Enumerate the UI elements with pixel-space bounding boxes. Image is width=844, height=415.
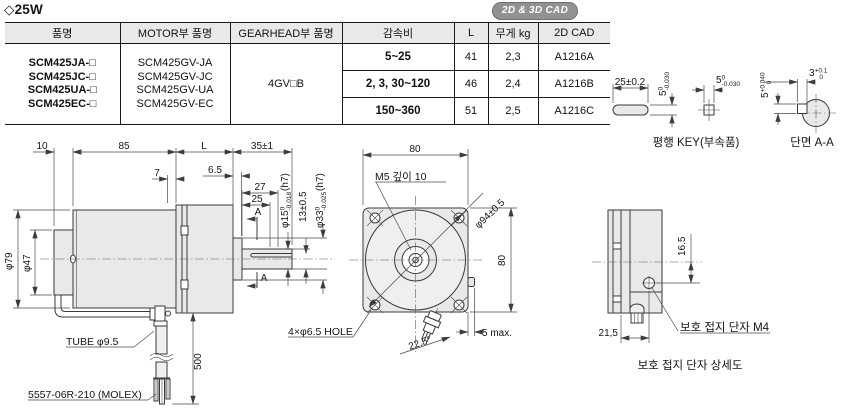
weight-cell: 2,3 bbox=[487, 43, 538, 71]
cad-badge[interactable]: 2D & 3D CAD bbox=[492, 2, 579, 20]
section-a-top-label: A bbox=[255, 207, 262, 218]
key-depth-dim: 13±0.5 bbox=[298, 191, 309, 222]
spec-table: 품명 MOTOR부 품명 GEARHEAD부 품명 감속비 L 무게 kg 2D… bbox=[5, 22, 610, 125]
col-header-ratio: 감속비 bbox=[341, 22, 454, 44]
cad-code-cell: A1216C bbox=[537, 97, 610, 125]
connector-label: 5557-06R-210 (MOLEX) bbox=[28, 389, 142, 401]
col-header-gearhead: GEARHEAD부 품명 bbox=[229, 22, 342, 44]
boss-length-dim: 6.5 bbox=[208, 165, 222, 176]
table-header-row: 품명 MOTOR부 품명 GEARHEAD부 품명 감속비 L 무게 kg 2D… bbox=[5, 22, 610, 44]
rear-cover-dim: 10 bbox=[36, 141, 48, 152]
side-view-drawing: 10 85 L 35±1 7 6.5 27 25 bbox=[4, 141, 335, 405]
length-cell: 41 bbox=[453, 43, 488, 71]
col-header-length: L bbox=[453, 22, 488, 44]
col-header-weight: 무게 kg bbox=[487, 22, 538, 44]
product-name: SCM425JC-□ bbox=[28, 70, 96, 83]
cad-code-cell: A1216B bbox=[537, 70, 610, 98]
keyway-length-dim: 27 bbox=[254, 182, 266, 193]
terminal-detail-caption: 보호 접지 단자 상세도 bbox=[638, 359, 743, 372]
ratio-cell: 150~360 bbox=[341, 97, 454, 125]
table-row: SCM425JA-□ SCM425JC-□ SCM425UA-□ SCM425E… bbox=[5, 43, 610, 125]
key-width-dim: 50-0.030 bbox=[716, 75, 740, 89]
key-length-dim: 25±0.2 bbox=[615, 77, 646, 88]
motor-names-cell: SCM425GV-JA SCM425GV-JC SCM425GV-UA SCM4… bbox=[119, 43, 230, 125]
weight-cell: 2,4 bbox=[487, 70, 538, 98]
boss-dia-dim: φ330-0.025(h7) bbox=[315, 173, 329, 228]
table-row: 150~360 51 2,5 A1216C bbox=[5, 97, 610, 125]
width-dim: 80 bbox=[409, 144, 421, 155]
cable-angle-dim: 22.5° bbox=[407, 335, 433, 353]
ratio-cell: 5~25 bbox=[341, 43, 454, 71]
section-a-bottom-label: A bbox=[261, 273, 268, 284]
key-caption: 평행 KEY(부속품) bbox=[653, 136, 740, 149]
terminal-offset-dim: 21,5 bbox=[599, 328, 619, 339]
ratio-cell: 2, 3, 30~120 bbox=[341, 70, 454, 98]
motor-name: SCM425GV-EC bbox=[136, 97, 214, 110]
cover-dia-dim: φ47 bbox=[22, 254, 33, 272]
page-title: ◇25W bbox=[4, 2, 43, 17]
key-height-dim: 50-0.030 bbox=[658, 72, 672, 96]
product-name: SCM425JA-□ bbox=[28, 57, 96, 69]
section-caption: 단면 A-A bbox=[790, 136, 834, 149]
tap-label: M5 깊이 10 bbox=[375, 171, 427, 183]
mounting-holes-label: 4×φ6.5 HOLE bbox=[288, 326, 353, 338]
lead-length-dim: 500 bbox=[193, 353, 204, 370]
flange-dim: 7 bbox=[154, 168, 160, 179]
motor-name: SCM425GV-JC bbox=[137, 70, 213, 83]
shaft-dia-dim: φ150-0.018(h7) bbox=[280, 173, 294, 228]
length-cell: 51 bbox=[453, 97, 488, 125]
terminal-detail-drawing: 16.5 21,5 보호 접지 단자 M4 보호 접지 단자 상세도 bbox=[592, 209, 770, 372]
motor-name: SCM425GV-UA bbox=[136, 84, 214, 96]
motor-name: SCM425GV-JA bbox=[137, 57, 213, 69]
cad-code-cell: A1216A bbox=[537, 43, 610, 71]
shaft-length-dim: 35±1 bbox=[251, 141, 274, 152]
product-names-cell: SCM425JA-□ SCM425JC-□ SCM425UA-□ SCM425E… bbox=[5, 43, 120, 125]
col-header-cad: 2D CAD bbox=[537, 22, 610, 44]
length-cell: 46 bbox=[453, 70, 488, 98]
gearhead-name-cell: 4GV□B bbox=[229, 43, 342, 125]
motor-length-dim: 85 bbox=[118, 141, 130, 152]
terminal-height-dim: 16.5 bbox=[677, 236, 688, 256]
tube-label: TUBE φ9.5 bbox=[66, 336, 118, 348]
motor-dia-dim: φ79 bbox=[4, 252, 15, 270]
gearhead-length-dim: L bbox=[201, 141, 207, 152]
product-name: SCM425EC-□ bbox=[28, 97, 97, 110]
cable-entry bbox=[421, 308, 442, 348]
col-header-product: 품명 bbox=[5, 22, 120, 44]
section-keyway-height-dim: 5+0.0400 bbox=[760, 72, 774, 98]
height-dim: 80 bbox=[497, 254, 508, 266]
product-name: SCM425UA-□ bbox=[27, 84, 97, 96]
bolt-circle-dim: φ94±0.5 bbox=[473, 197, 508, 231]
table-row: 2, 3, 30~120 46 2,4 A1216B bbox=[5, 70, 610, 98]
weight-cell: 2,5 bbox=[487, 97, 538, 125]
col-header-motor: MOTOR부 품명 bbox=[119, 22, 230, 44]
ground-terminal-label: 보호 접지 단자 M4 bbox=[680, 321, 770, 334]
terminal-protrusion-dim: 5 max. bbox=[482, 328, 512, 339]
key-length-dim: 25 bbox=[251, 194, 263, 205]
